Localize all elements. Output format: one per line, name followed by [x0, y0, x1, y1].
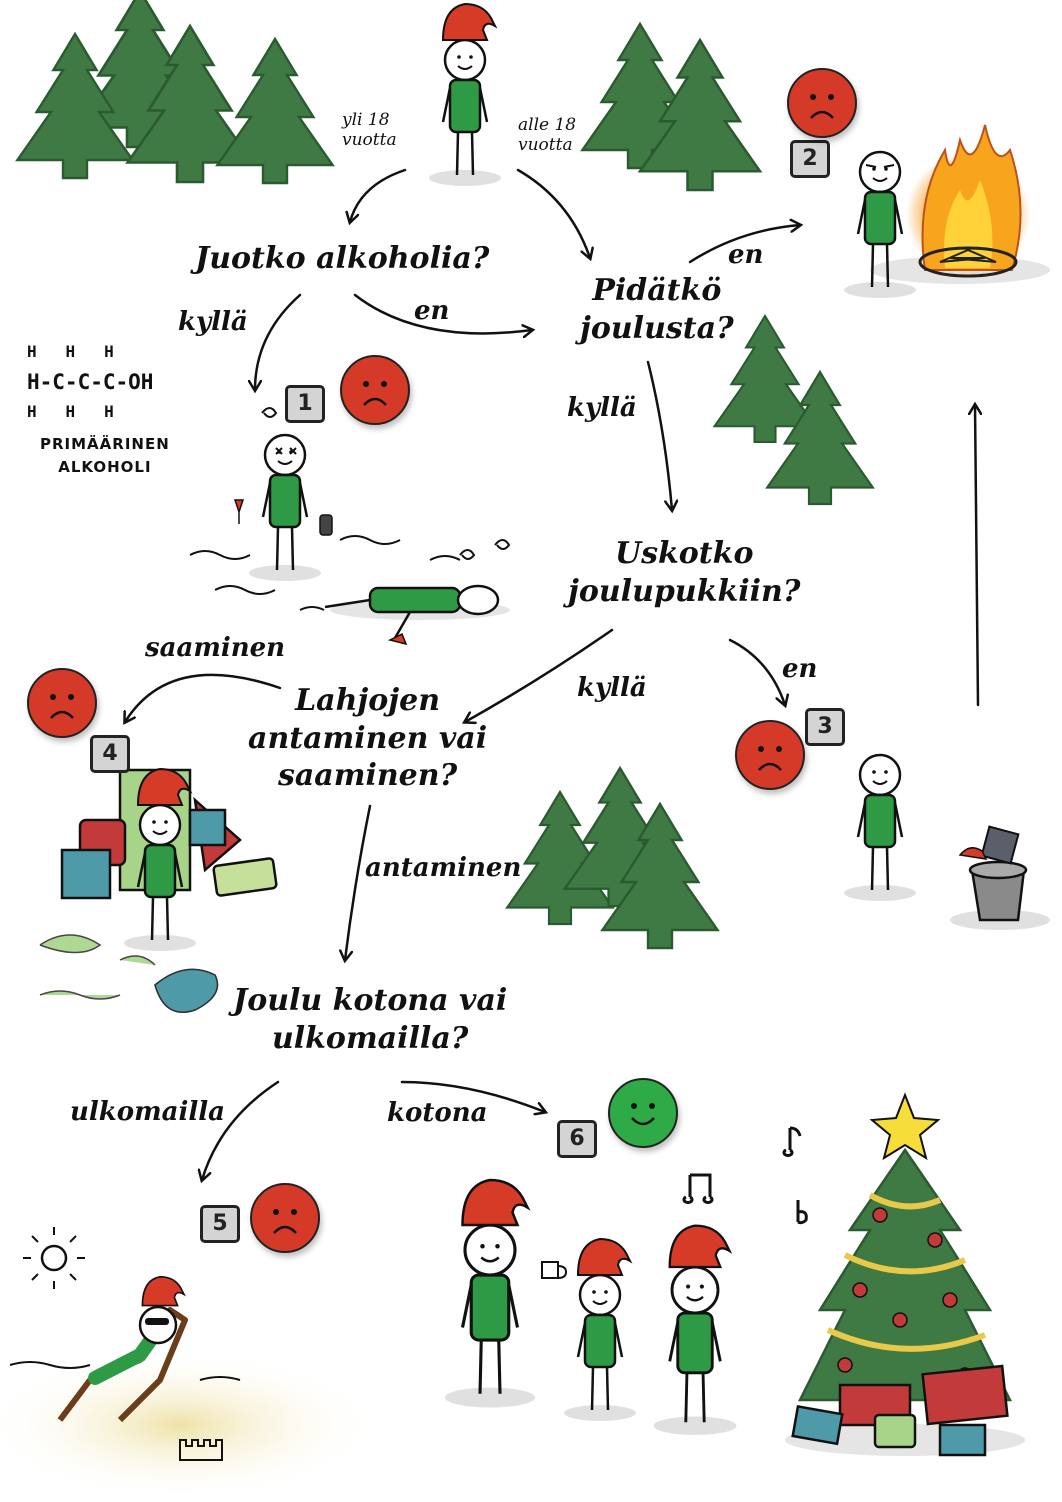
chem-caption: PRIMÄÄRINEN ALKOHOLI [40, 435, 170, 476]
outcome-number-1: 1 [285, 385, 325, 423]
start-person [427, 3, 503, 188]
sad-face-icon [340, 355, 410, 425]
chem-formula: H-C-C-C-OH [27, 370, 154, 394]
forest-top-right [581, 22, 762, 192]
answer-gifts-give: antaminen [365, 853, 522, 883]
answer-gifts-receive: saaminen [145, 633, 286, 663]
answer-christmas-no: en [728, 240, 764, 270]
question-gifts: Lahjojen antaminen vai saaminen? [248, 683, 488, 793]
sad-face-icon [787, 68, 857, 138]
bonfire-scene [842, 124, 1050, 300]
outcome-number-4: 4 [90, 735, 130, 773]
question-alcohol: Juotko alkoholia? [195, 241, 490, 276]
chem-hydrogens-top: H H H [27, 342, 114, 361]
home-scene [443, 1126, 808, 1437]
forest-center [506, 766, 719, 950]
forest-top-left [16, 0, 334, 185]
answer-santa-yes: kyllä [577, 673, 647, 703]
outcome-number-5: 5 [200, 1205, 240, 1243]
under-18-label: alle 18 vuotta [518, 115, 577, 156]
flow-arrows [125, 168, 978, 1180]
happy-face-icon [608, 1078, 678, 1148]
trash-scene [842, 753, 1050, 930]
question-christmas: Pidätkö joulusta? [580, 273, 734, 346]
forest-middle-right [713, 314, 874, 506]
sad-face-icon [735, 720, 805, 790]
question-location: Joulu kotona vai ulkomailla? [233, 983, 508, 1056]
answer-santa-no: en [782, 654, 818, 684]
answer-alcohol-yes: kyllä [178, 307, 248, 337]
outcome-number-6: 6 [557, 1120, 597, 1158]
over-18-label: yli 18 vuotta [342, 110, 397, 151]
christmas-tree [785, 1092, 1025, 1457]
answer-home: kotona [387, 1098, 488, 1128]
question-santa: Uskotko joulupukkiin? [568, 536, 801, 609]
answer-alcohol-no: en [414, 296, 450, 326]
answer-abroad: ulkomailla [70, 1097, 225, 1127]
drunk-scene [189, 407, 511, 646]
beach-scene [0, 1227, 380, 1500]
sad-face-icon [250, 1183, 320, 1253]
sad-face-icon [27, 668, 97, 738]
answer-christmas-yes: kyllä [567, 393, 637, 423]
chem-hydrogens-bottom: H H H [27, 402, 114, 421]
gifts-scene [39, 768, 278, 1013]
outcome-number-2: 2 [790, 140, 830, 178]
outcome-number-3: 3 [805, 708, 845, 746]
